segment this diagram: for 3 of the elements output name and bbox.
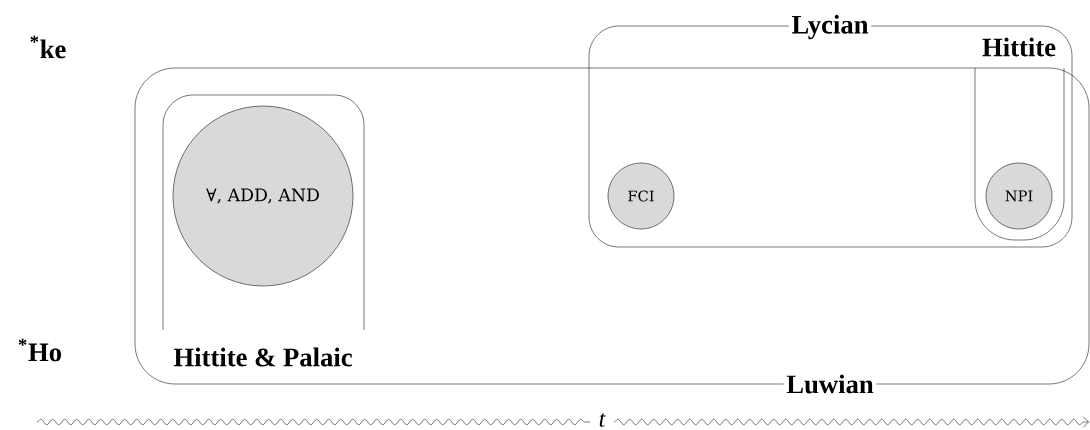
row-label: $^{*}$Ho [18,338,62,362]
row-label: $^{*}$ke [30,35,66,59]
axis-label: t [599,413,606,427]
